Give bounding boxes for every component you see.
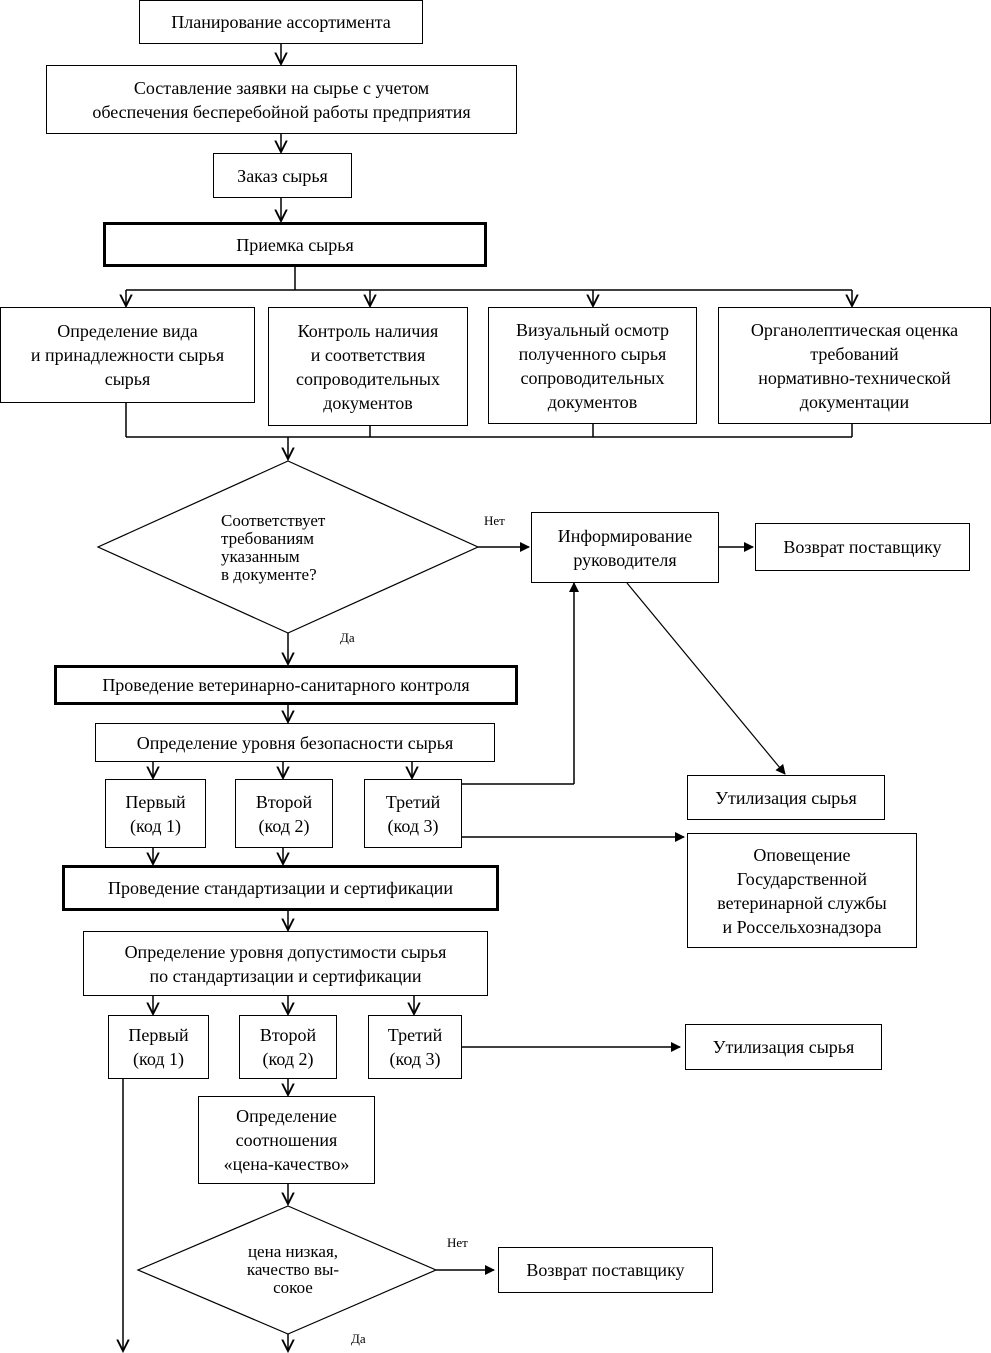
safety-first-box: Первый (код 1) <box>105 779 206 848</box>
order-box: Заказ сырья <box>213 153 352 198</box>
return-supplier-box-1: Возврат поставщику <box>755 523 970 571</box>
safety-third-box: Третий (код 3) <box>364 779 462 848</box>
check-type-box: Определение вида и принадлежности сырья … <box>0 307 255 403</box>
decision1-yes-label: Да <box>340 630 355 645</box>
decision1-no-label: Нет <box>484 513 505 528</box>
safety-second-box: Второй (код 2) <box>235 779 333 848</box>
check-docs-box: Контроль наличия и соответствия сопровод… <box>268 307 468 426</box>
safety-level-box: Определение уровня безопасности сырья <box>95 723 495 762</box>
acceptance-box: Приемка сырья <box>103 222 487 267</box>
organoleptic-box: Органолептическая оценка требований норм… <box>718 307 991 424</box>
disposal-box-1: Утилизация сырья <box>687 775 885 820</box>
planning-box: Планирование ассортимента <box>139 0 423 44</box>
admissibility-level-box: Определение уровня допустимости сырья по… <box>83 931 488 996</box>
visual-inspection-box: Визуальный осмотр полученного сырья сопр… <box>488 307 697 424</box>
decision-price-quality-text: цена низкая, качество вы- сокое <box>246 1242 340 1297</box>
standardization-box: Проведение стандартизации и сертификации <box>62 865 499 911</box>
return-supplier-box-2: Возврат поставщику <box>498 1247 713 1293</box>
admissibility-first-box: Первый (код 1) <box>108 1015 209 1079</box>
decision2-yes-label: Да <box>351 1331 366 1346</box>
price-quality-box: Определение соотношения «цена-качество» <box>198 1096 375 1184</box>
vet-control-box: Проведение ветеринарно-санитарного контр… <box>54 665 518 705</box>
admissibility-second-box: Второй (код 2) <box>239 1015 337 1079</box>
application-box: Составление заявки на сырье с учетом обе… <box>46 65 517 134</box>
inform-manager-box: Информирование руководителя <box>531 512 719 583</box>
notify-authorities-box: Оповещение Государственной ветеринарной … <box>687 833 917 948</box>
admissibility-third-box: Третий (код 3) <box>368 1015 462 1079</box>
disposal-box-2: Утилизация сырья <box>685 1024 882 1070</box>
decision-requirements-text: Соответствует требованиям указанным в до… <box>221 511 326 584</box>
decision2-no-label: Нет <box>447 1235 468 1250</box>
